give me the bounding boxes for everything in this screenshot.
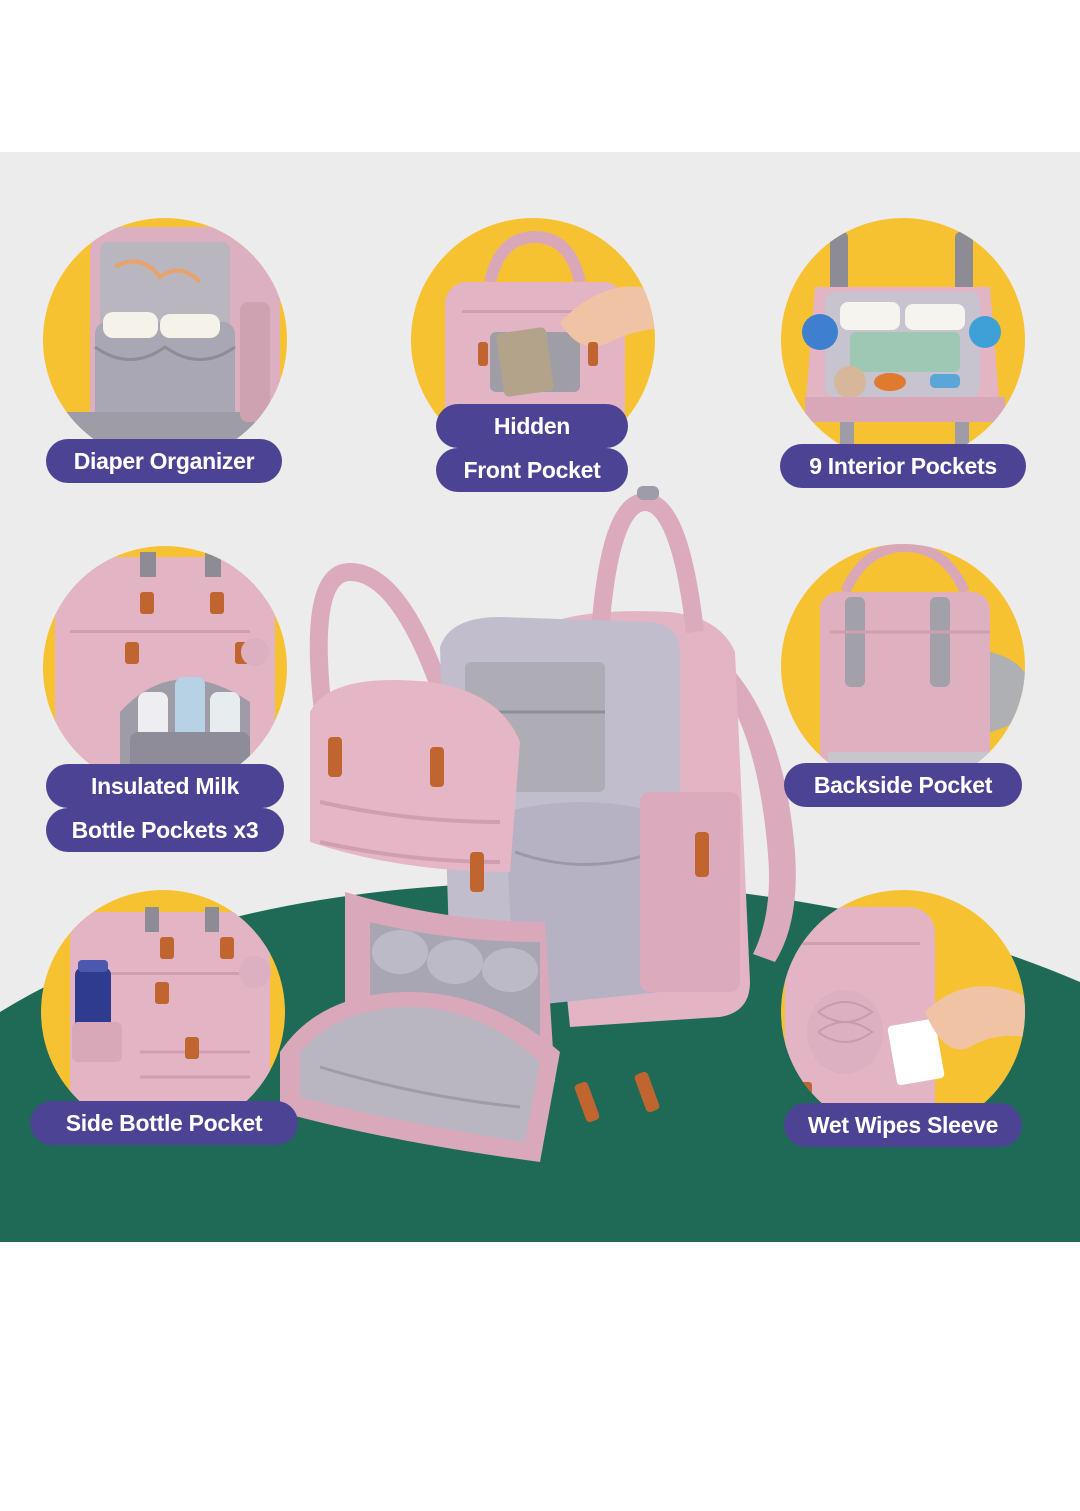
wet-wipes-sleeve-photo (781, 890, 1025, 1134)
interior-pockets-photo (781, 218, 1025, 462)
diaper-organizer-text: Diaper Organizer (73, 448, 255, 474)
interior-pockets-text: 9 Interior Pockets (809, 453, 997, 479)
hidden-front-pocket-label-line2: Front Pocket (436, 448, 628, 492)
milk-bottle-label-line1: Insulated Milk (46, 764, 284, 808)
backside-pocket-label: Backside Pocket (784, 763, 1022, 807)
hidden-front-pocket-text-2: Front Pocket (463, 457, 601, 483)
backside-pocket-photo (781, 544, 1025, 788)
wet-wipes-sleeve-label: Wet Wipes Sleeve (784, 1103, 1022, 1147)
diaper-organizer-label: Diaper Organizer (46, 439, 282, 483)
open-diaper-backpack-photo (280, 486, 796, 1162)
wet-wipes-sleeve-text: Wet Wipes Sleeve (807, 1112, 999, 1138)
interior-pockets-label: 9 Interior Pockets (780, 444, 1026, 488)
diaper-organizer-photo (43, 218, 287, 462)
hidden-front-pocket-text-1: Hidden (493, 413, 571, 439)
front-pocket-photo (411, 218, 655, 462)
milk-bottle-label-line2: Bottle Pockets x3 (46, 808, 284, 852)
milk-bottle-pockets-photo (43, 546, 287, 790)
backside-pocket-text: Backside Pocket (813, 772, 993, 798)
product-feature-panel: Diaper Organizer Hidden Front Pocket 9 I… (0, 152, 1080, 1242)
side-bottle-pocket-text: Side Bottle Pocket (65, 1110, 263, 1136)
side-bottle-pocket-photo (41, 890, 285, 1134)
milk-bottle-text-1: Insulated Milk (91, 773, 239, 799)
side-bottle-pocket-label: Side Bottle Pocket (30, 1101, 298, 1145)
hidden-front-pocket-label-line1: Hidden (436, 404, 628, 448)
milk-bottle-text-2: Bottle Pockets x3 (71, 817, 259, 843)
